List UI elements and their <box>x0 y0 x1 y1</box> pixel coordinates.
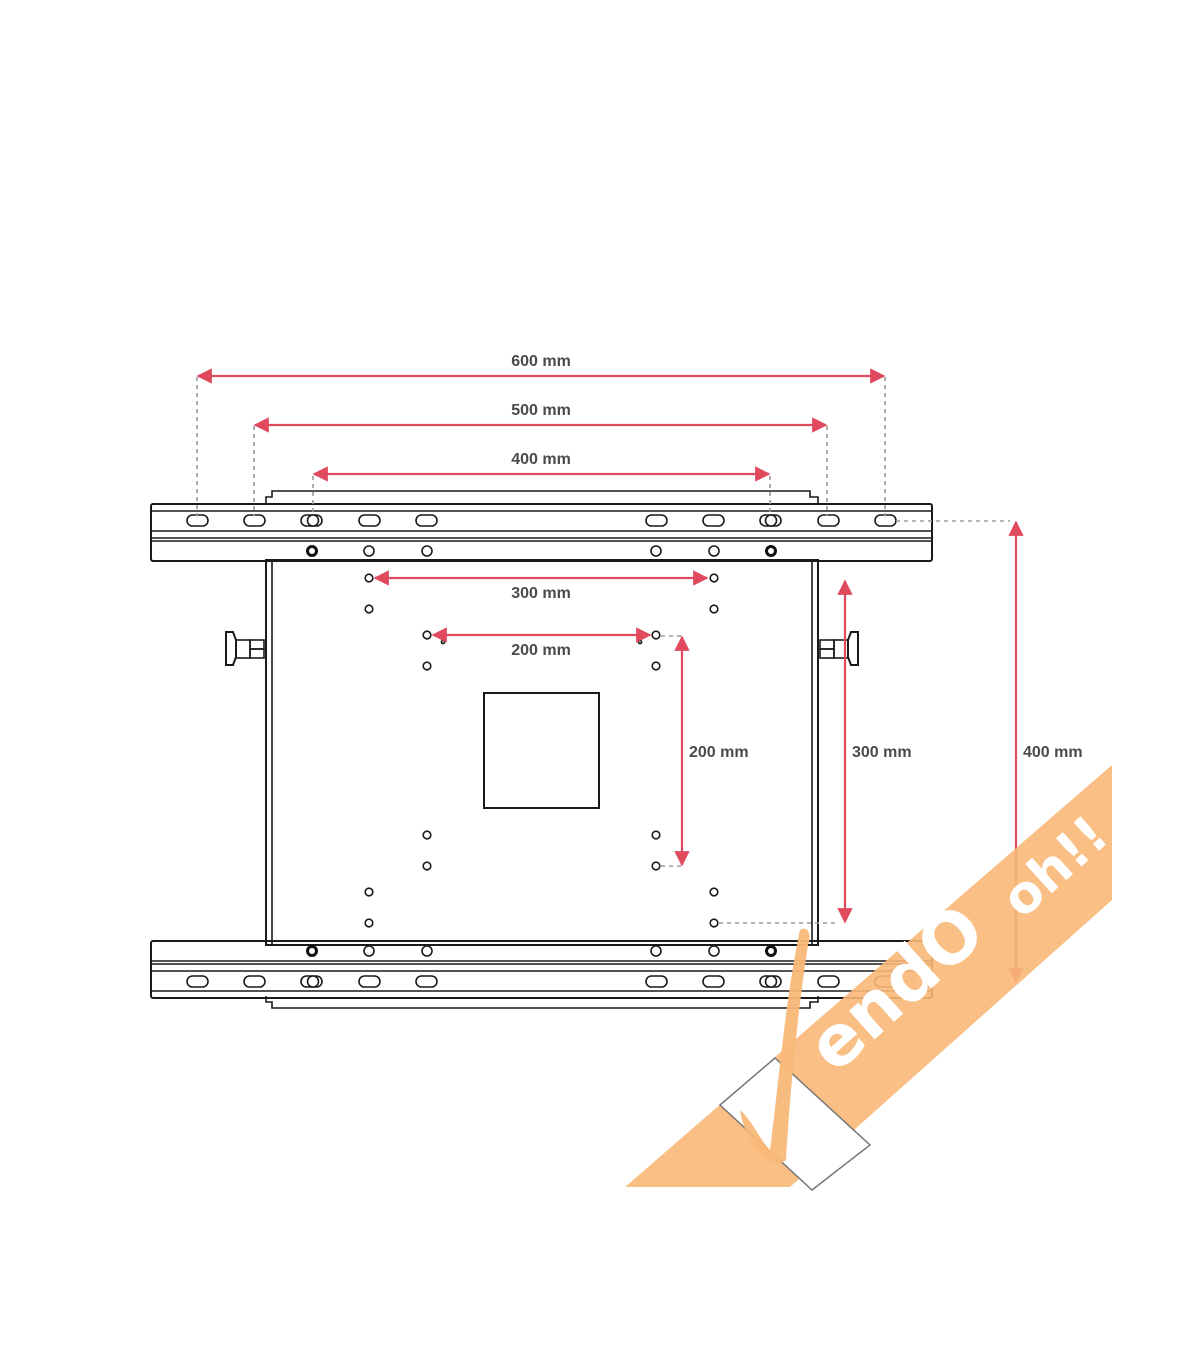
dimension-label-300-v: 300 mm <box>852 744 912 761</box>
top-rail <box>150 503 933 562</box>
dimension-label-200-h: 200 mm <box>511 642 571 659</box>
vesa-holes <box>364 573 719 928</box>
dimension-label-500: 500 mm <box>511 402 571 419</box>
right-knob-icon <box>819 631 859 666</box>
left-knob-icon <box>225 631 265 666</box>
bottom-rail-slots <box>186 975 897 988</box>
dimension-label-400: 400 mm <box>511 451 571 468</box>
dimension-label-400-v: 400 mm <box>1023 744 1083 761</box>
top-rail-slots <box>186 514 897 527</box>
dimension-label-600: 600 mm <box>511 353 571 370</box>
bottom-rail <box>150 940 933 999</box>
watermark-v-icon <box>740 928 810 1164</box>
dimension-label-200-v: 200 mm <box>689 744 749 761</box>
dimension-arrows <box>196 368 1024 984</box>
guide-lines <box>196 377 1010 982</box>
dimension-label-300-h: 300 mm <box>511 585 571 602</box>
center-cutout <box>483 692 600 809</box>
watermark: endO oh!! <box>625 765 1120 1191</box>
